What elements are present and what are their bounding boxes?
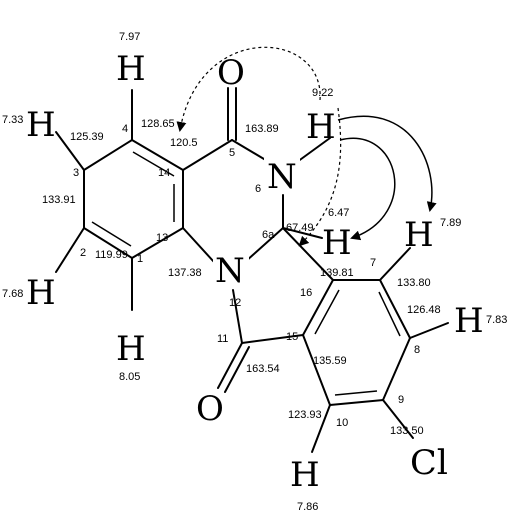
position-7: 7	[370, 257, 376, 269]
proton-shift-h1: 8.05	[119, 371, 140, 383]
carbon-shift-c4: 128.65	[141, 118, 175, 130]
position-6a: 6a	[262, 229, 275, 241]
carbon-shift-c9: 133.50	[390, 425, 424, 437]
atom-h8: H	[454, 301, 484, 341]
atom-o-c11: O	[196, 389, 224, 429]
proton-shift-h2: 7.68	[2, 288, 23, 300]
proton-shift-h7: 7.89	[440, 217, 461, 229]
position-3: 3	[73, 167, 79, 179]
position-2: 2	[80, 247, 86, 259]
atom-h3: H	[26, 105, 56, 145]
position-12: 12	[229, 297, 241, 309]
carbon-shift-c8: 126.48	[407, 304, 441, 316]
proton-shift-h6a: 6.47	[328, 207, 349, 219]
atom-h6a: H	[322, 223, 352, 263]
carbon-shift-c4a: 120.5	[170, 137, 198, 149]
proton-shift-nh: 9.22	[312, 87, 333, 99]
position-13: 13	[156, 232, 168, 244]
position-15: 15	[286, 331, 298, 343]
atom-h2: H	[26, 273, 56, 313]
position-4: 4	[122, 123, 128, 135]
carbon-shift-c1: 119.99	[95, 249, 128, 261]
proton-shift-h3: 7.33	[2, 114, 23, 126]
position-1: 1	[137, 253, 143, 265]
carbon-shift-c7: 133.80	[397, 277, 431, 289]
carbon-shift-c10: 123.93	[288, 409, 322, 421]
carbon-shift-c11: 163.54	[246, 363, 280, 375]
position-9: 9	[398, 394, 404, 406]
carbon-shift-c13: 137.38	[168, 267, 202, 279]
position-11: 11	[217, 333, 228, 345]
hydrogen-bonds	[55, 89, 449, 453]
quinazolinone-ring	[182, 87, 284, 263]
position-6: 6	[255, 183, 261, 195]
carbon-shift-c3: 125.39	[70, 131, 104, 143]
proton-shift-h8: 7.83	[486, 314, 507, 326]
carbon-shift-c5: 163.89	[245, 123, 279, 135]
atom-cl: Cl	[410, 443, 448, 483]
carbon-shift-c2: 133.91	[42, 194, 76, 206]
position-14: 14	[158, 167, 170, 179]
atom-h1: H	[116, 329, 146, 369]
atom-n5: N	[267, 157, 297, 197]
benzene-ring-right	[302, 279, 411, 406]
carbon-shift-c6a: 67.49	[286, 222, 314, 234]
proton-shift-h10: 7.86	[297, 501, 318, 513]
benzene-ring-left	[83, 139, 184, 259]
position-10: 10	[336, 417, 348, 429]
atom-h10: H	[290, 455, 320, 495]
atom-h4: H	[116, 49, 146, 89]
atom-n12: N	[215, 251, 245, 291]
atom-h-nh: H	[306, 107, 336, 147]
position-5: 5	[229, 147, 235, 159]
atom-o-c5: O	[217, 53, 245, 93]
position-8: 8	[414, 344, 420, 356]
proton-shift-h4: 7.97	[119, 31, 140, 43]
carbon-shift-c15: 135.59	[313, 355, 347, 367]
carbon-shift-c16: 139.81	[320, 267, 354, 279]
position-16: 16	[300, 287, 312, 299]
noe-arrows	[176, 46, 437, 247]
atom-h7: H	[404, 215, 434, 255]
isoindolinone-ring	[217, 227, 334, 393]
